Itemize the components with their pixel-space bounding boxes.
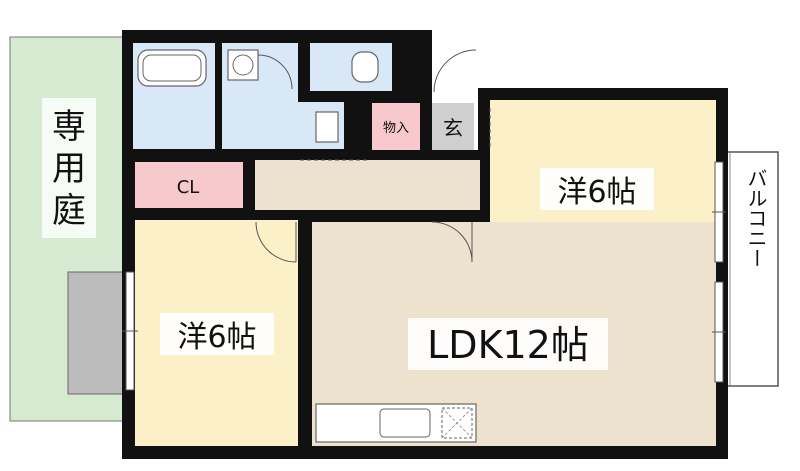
garden-label-bg (42, 98, 96, 238)
ldk-label: LDK12帖 (427, 323, 589, 367)
bathtub-icon (137, 49, 207, 87)
balcony-area (721, 151, 779, 387)
bedroom-west-label: 洋6帖 (177, 320, 256, 355)
toilet-room (310, 43, 392, 91)
toilet-icon (351, 51, 379, 83)
bedroom-east-label: 洋6帖 (557, 175, 636, 210)
bedroom-west-door-swing (255, 221, 297, 263)
balcony-label: バルコニー (744, 168, 768, 268)
entrance-label: 玄 (443, 116, 463, 140)
hallway (255, 160, 480, 210)
garden-label-char-3: 庭 (52, 191, 86, 231)
vanity-sink-icon (315, 111, 339, 143)
storage-closet (372, 103, 420, 150)
entry-door-swing-area (432, 48, 478, 94)
kitchen-counter (315, 403, 477, 443)
ldk-door-swing (431, 221, 473, 263)
outdoor-slab (67, 271, 131, 395)
stove-icon (441, 407, 473, 439)
storage-label: 物入 (383, 121, 409, 136)
garden-label-char-2: 用 (52, 149, 86, 189)
entrance-floor (432, 103, 474, 150)
closet-label: CL (177, 177, 200, 198)
closet (135, 162, 243, 208)
kitchen-sink-icon (379, 408, 431, 438)
garden-label-char-1: 専 (52, 107, 86, 147)
